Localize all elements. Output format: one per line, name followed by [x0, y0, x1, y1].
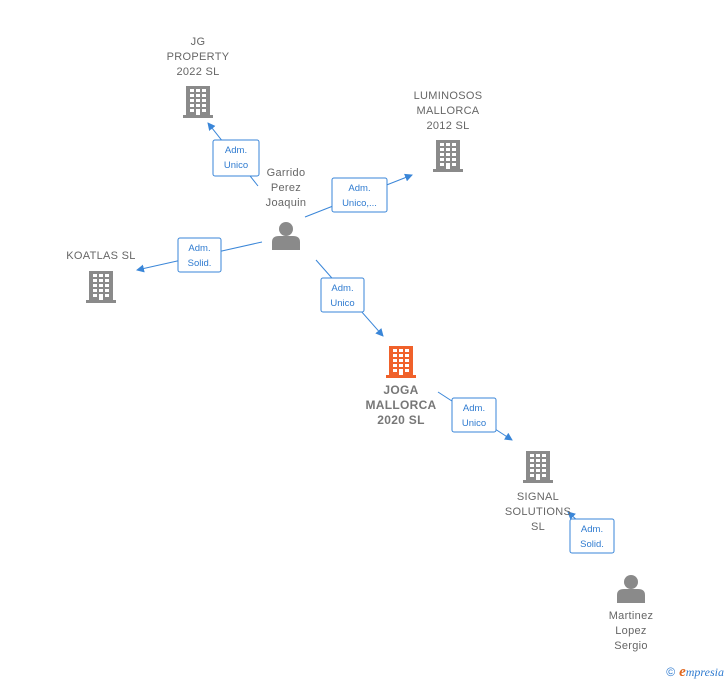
- copyright-symbol: ©: [666, 665, 676, 679]
- node-label-text: MALLORCA: [417, 105, 480, 117]
- building-icon: [386, 346, 416, 378]
- node-label-text: Sergio: [614, 640, 648, 652]
- node-label-text: MALLORCA: [365, 398, 436, 412]
- node-label-text: SIGNAL: [517, 491, 559, 503]
- node-label-text: 2022 SL: [176, 66, 219, 78]
- role-label-text: Unico: [462, 418, 486, 429]
- node-label-text: PROPERTY: [167, 51, 230, 63]
- node-label-text: Garrido: [267, 167, 306, 179]
- node-label-text: SOLUTIONS: [505, 506, 571, 518]
- brand-logo-e: e: [679, 664, 686, 680]
- role-label[interactable]: Adm. Unico: [320, 277, 365, 313]
- building-icon: [523, 451, 553, 483]
- role-label[interactable]: Adm. Solid.: [177, 237, 222, 273]
- role-label-text: Solid.: [580, 539, 604, 550]
- role-label-text: Adm.: [463, 403, 485, 414]
- role-label-text: Adm.: [331, 283, 353, 294]
- role-label-box: [177, 237, 222, 273]
- node-luminosos[interactable]: LUMINOSOS MALLORCA 2012 SL: [414, 90, 483, 172]
- node-label-text: LUMINOSOS: [414, 90, 483, 102]
- role-label-text: Unico: [224, 160, 248, 171]
- role-label[interactable]: Adm. Unico: [212, 139, 260, 177]
- node-label-text: 2012 SL: [426, 120, 469, 132]
- node-label-text: 2020 SL: [377, 413, 424, 427]
- person-icon: [617, 575, 645, 603]
- node-label-text: Perez: [271, 182, 301, 194]
- role-label-text: Adm.: [348, 183, 370, 194]
- node-label-text: JG: [191, 36, 206, 48]
- role-label-text: Solid.: [188, 258, 212, 269]
- role-label-box: [331, 177, 388, 213]
- role-label-box: [212, 139, 260, 177]
- edge-joga-signal: Adm. Unico: [437, 391, 513, 441]
- node-signal[interactable]: SIGNAL SOLUTIONS SL: [505, 451, 571, 533]
- role-label-text: Adm.: [225, 145, 247, 156]
- role-label-text: Unico: [330, 298, 354, 309]
- node-label-text: KOATLAS SL: [66, 250, 135, 262]
- role-label-box: [451, 397, 497, 433]
- role-label-box: [569, 518, 615, 554]
- building-icon: [183, 86, 213, 118]
- role-label-box: [320, 277, 365, 313]
- role-label[interactable]: Adm. Unico,...: [331, 177, 388, 213]
- building-icon: [433, 140, 463, 172]
- building-icon: [86, 271, 116, 303]
- role-label-text: Unico,...: [342, 198, 377, 209]
- edge-martinez-signal: Adm. Solid.: [567, 511, 615, 554]
- role-label-text: Adm.: [188, 243, 210, 254]
- edge-garrido-jg: Adm. Unico: [207, 122, 260, 187]
- person-icon: [272, 222, 300, 250]
- brand-logo-text: mpresia: [685, 665, 724, 679]
- role-label-text: Adm.: [581, 524, 603, 535]
- edge-garrido-koatlas: Adm. Solid.: [136, 237, 263, 273]
- node-label-text: Martinez: [609, 610, 654, 622]
- role-label[interactable]: Adm. Unico: [451, 397, 497, 433]
- node-label-text: Lopez: [615, 625, 646, 637]
- role-label[interactable]: Adm. Solid.: [569, 518, 615, 554]
- empresia-watermark: ©empresia: [666, 664, 724, 681]
- node-label-text: Joaquin: [266, 197, 307, 209]
- node-label-text: SL: [531, 521, 545, 533]
- node-jg[interactable]: JG PROPERTY 2022 SL: [167, 36, 230, 118]
- edge-garrido-luminosos: Adm. Unico,...: [304, 173, 413, 218]
- edge-garrido-joga: Adm. Unico: [315, 259, 384, 337]
- node-label-text: JOGA: [383, 383, 418, 397]
- node-koatlas[interactable]: KOATLAS SL: [66, 250, 135, 303]
